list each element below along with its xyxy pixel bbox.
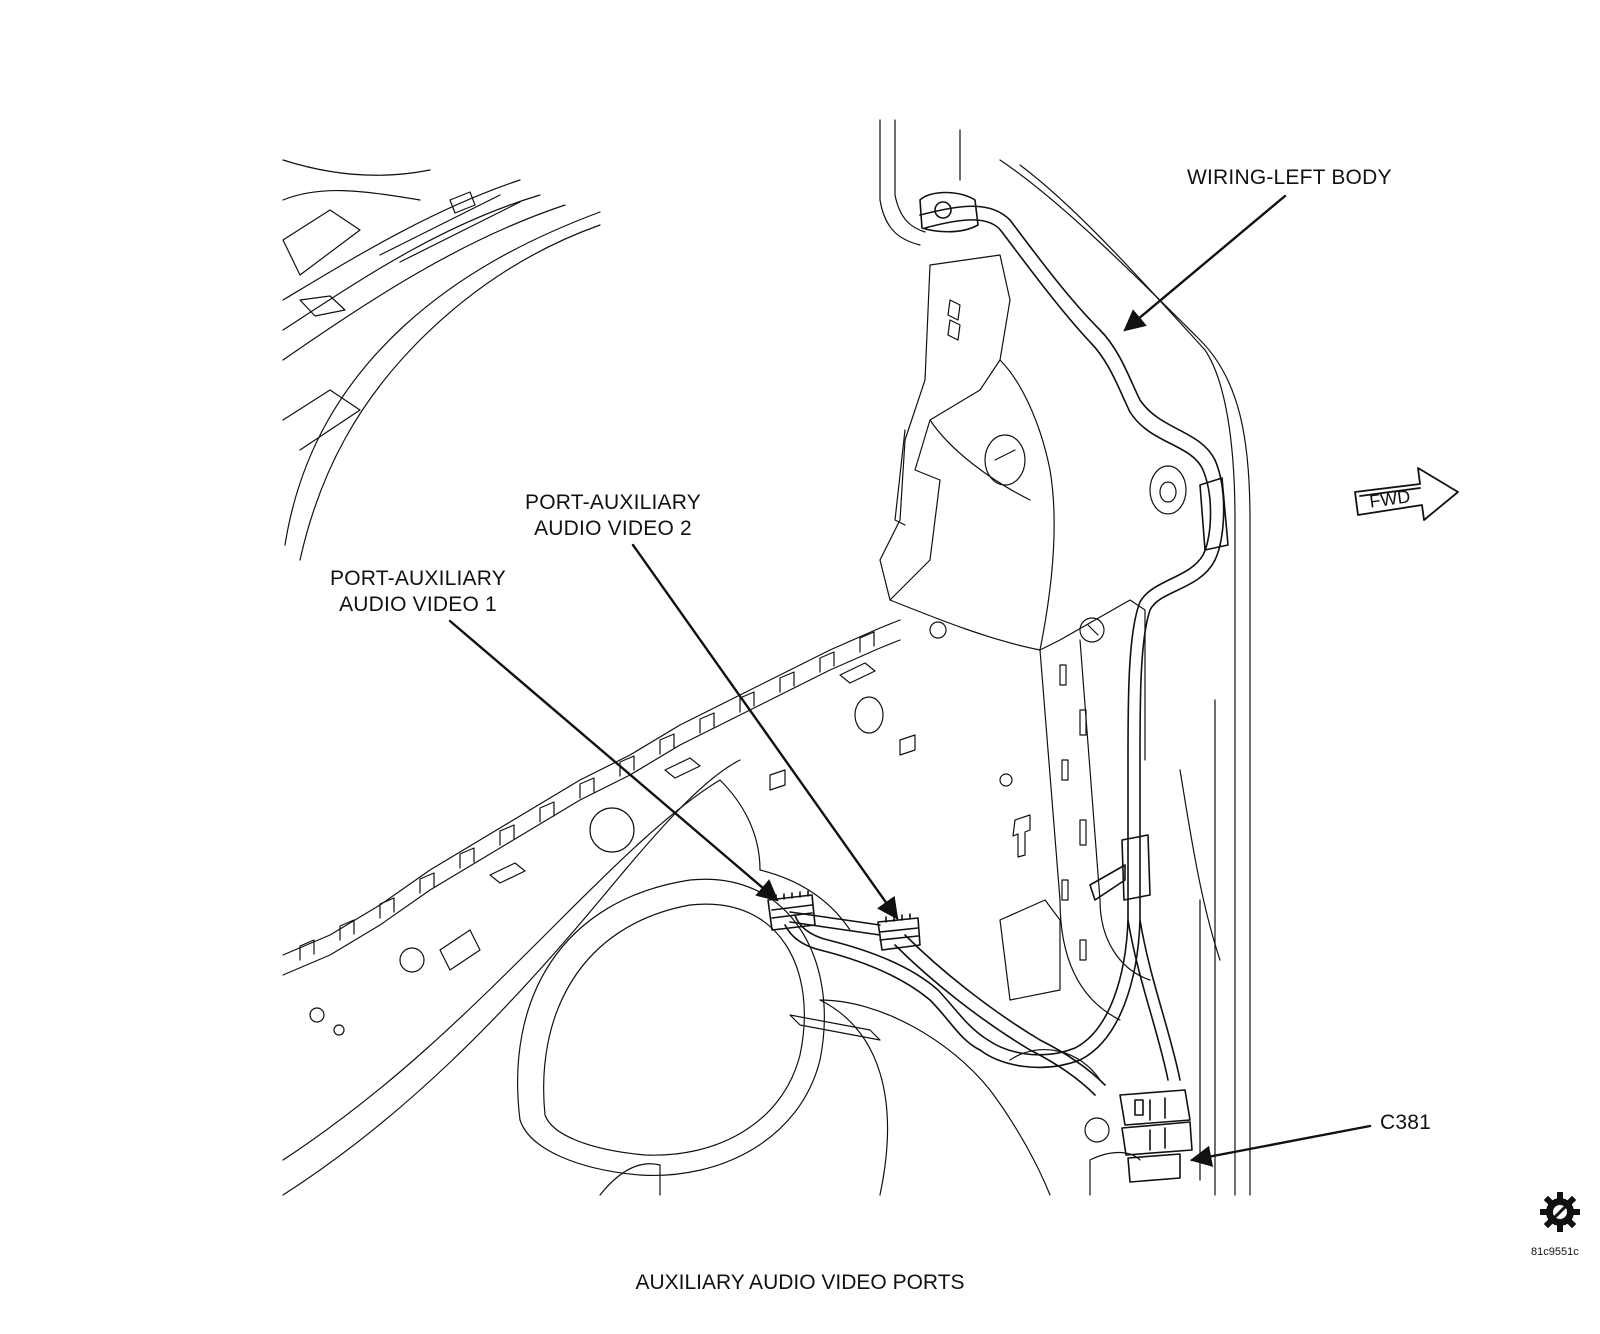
port-aux-av2-label: PORT-AUXILIARY AUDIO VIDEO 2 xyxy=(513,490,713,542)
leader-port-aux-av1 xyxy=(448,619,779,902)
c-pillar-structure xyxy=(769,119,1251,1196)
gear-logo-icon xyxy=(1540,1192,1580,1232)
port-aux-av1-label: PORT-AUXILIARY AUDIO VIDEO 1 xyxy=(318,566,518,618)
forward-arrow-icon xyxy=(1354,467,1459,521)
leader-lines xyxy=(448,194,1372,1167)
leader-port-aux-av2 xyxy=(631,543,899,920)
quarter-inner-panel xyxy=(282,759,1141,1196)
wiring-harness xyxy=(784,191,1229,1096)
connector-c381 xyxy=(1119,1089,1193,1183)
port-aux-av2-line2: AUDIO VIDEO 2 xyxy=(534,517,692,540)
wiring-left-body-label: WIRING-LEFT BODY xyxy=(1187,166,1392,189)
port-aux-av1-line1: PORT-AUXILIARY xyxy=(330,567,506,590)
c381-label: C381 xyxy=(1380,1111,1432,1134)
wheelhouse-panel xyxy=(282,159,601,561)
port-aux-av2-line1: PORT-AUXILIARY xyxy=(525,491,701,514)
weld-flange xyxy=(282,619,901,976)
diagram-caption: AUXILIARY AUDIO VIDEO PORTS xyxy=(635,1271,965,1294)
leader-c381 xyxy=(1189,1124,1372,1167)
port-aux-av1-line2: AUDIO VIDEO 1 xyxy=(339,593,497,616)
leader-wiring-left-body xyxy=(1123,194,1287,332)
figure-code: 81c9551c xyxy=(1531,1246,1579,1258)
